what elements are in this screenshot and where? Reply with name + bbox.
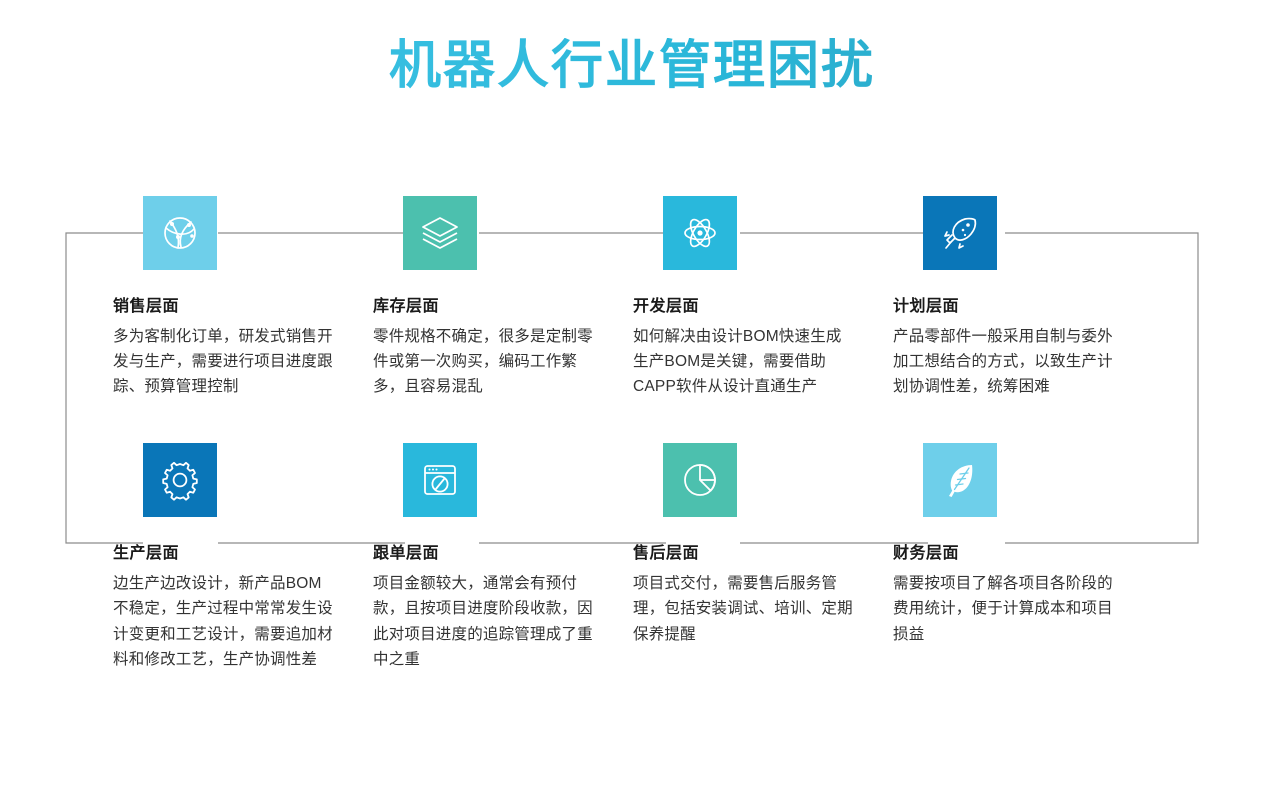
tile-finance: [923, 443, 997, 518]
card-body: 项目金额较大，通常会有预付款，且按项目进度阶段收款，因此对项目进度的追踪管理成了…: [373, 575, 593, 668]
card-title: 销售层面: [113, 298, 180, 315]
feather-icon: [949, 465, 973, 498]
browser-compass-icon: [424, 465, 456, 496]
card-title: 财务层面: [893, 545, 960, 563]
card-title: 生产层面: [113, 545, 180, 563]
tile-production: [143, 443, 217, 518]
card-development[interactable]: 开发层面 如何解决由设计BOM快速生成生产BOM是关键，需要借助CAPP软件从设…: [633, 196, 873, 399]
tile-after-sales: [663, 443, 737, 518]
card-inventory[interactable]: 库存层面 零件规格不确定，很多是定制零件或第一次购买，编码工作繁多，且容易混乱: [373, 196, 613, 399]
page-title: 机器人行业管理困扰: [0, 37, 1264, 95]
layers-stack-icon: [422, 217, 458, 249]
card-title: 库存层面: [373, 298, 440, 315]
card-sales[interactable]: 销售层面 多为客制化订单，研发式销售开发与生产，需要进行项目进度跟踪、预算管理控…: [113, 196, 353, 399]
card-body: 产品零部件一般采用自制与委外加工想结合的方式，以致生产计划协调性差，统筹困难: [893, 328, 1113, 396]
card-title: 售后层面: [633, 545, 700, 563]
globe-network-icon: [164, 217, 196, 249]
tile-inventory: [403, 196, 477, 270]
card-body: 项目式交付，需要售后服务管理，包括安装调试、培训、定期保养提醒: [633, 575, 853, 643]
card-grid: 销售层面 多为客制化订单，研发式销售开发与生产，需要进行项目进度跟踪、预算管理控…: [113, 196, 1188, 672]
card-title: 跟单层面: [373, 545, 440, 563]
card-body: 零件规格不确定，很多是定制零件或第一次购买，编码工作繁多，且容易混乱: [373, 328, 593, 396]
card-body: 需要按项目了解各项目各阶段的费用统计，便于计算成本和项目损益: [893, 575, 1113, 643]
tile-development: [663, 196, 737, 270]
card-body: 多为客制化订单，研发式销售开发与生产，需要进行项目进度跟踪、预算管理控制: [113, 328, 333, 396]
tile-order-tracking: [403, 443, 477, 518]
card-body: 边生产边改设计，新产品BOM不稳定，生产过程中常常发生设计变更和工艺设计，需要追…: [113, 575, 333, 668]
gear-icon: [162, 462, 198, 501]
card-finance[interactable]: 财务层面 需要按项目了解各项目各阶段的费用统计，便于计算成本和项目损益: [893, 443, 1133, 671]
tile-sales: [143, 196, 217, 270]
card-production[interactable]: 生产层面 边生产边改设计，新产品BOM不稳定，生产过程中常常发生设计变更和工艺设…: [113, 443, 353, 671]
rocket-icon: [944, 217, 977, 249]
tile-planning: [923, 196, 997, 270]
pie-chart-icon: [684, 464, 716, 497]
card-after-sales[interactable]: 售后层面 项目式交付，需要售后服务管理，包括安装调试、培训、定期保养提醒: [633, 443, 873, 671]
card-title: 计划层面: [893, 298, 960, 315]
card-body: 如何解决由设计BOM快速生成生产BOM是关键，需要借助CAPP软件从设计直通生产: [633, 328, 842, 396]
card-title: 开发层面: [633, 298, 700, 315]
atom-icon: [684, 218, 716, 248]
card-planning[interactable]: 计划层面 产品零部件一般采用自制与委外加工想结合的方式，以致生产计划协调性差，统…: [893, 196, 1133, 399]
card-order-tracking[interactable]: 跟单层面 项目金额较大，通常会有预付款，且按项目进度阶段收款，因此对项目进度的追…: [373, 443, 613, 671]
